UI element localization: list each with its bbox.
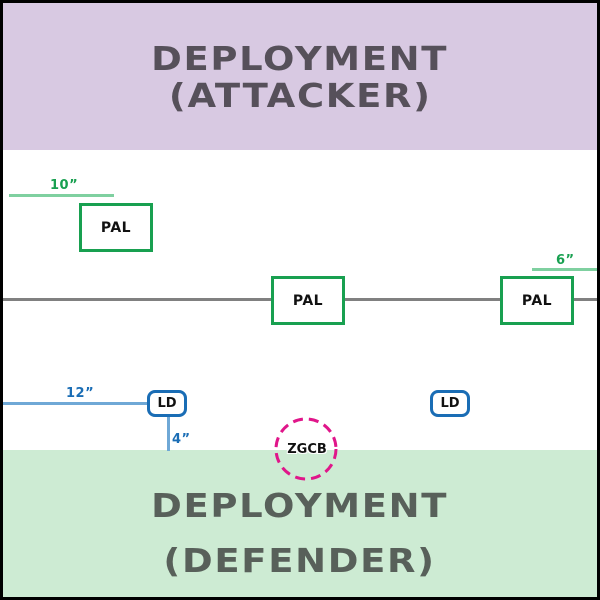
- measure-label-10in: 10”: [50, 178, 79, 193]
- zgcb-label: ZGCB: [287, 442, 327, 457]
- pal-label: PAL: [100, 219, 132, 236]
- zgcb-dashed-circle: [274, 417, 338, 481]
- battlefield: DEPLOYMENT (ATTACKER) DEPLOYMENT (DEFEND…: [3, 3, 597, 597]
- attacker-deployment-zone: DEPLOYMENT (ATTACKER): [3, 3, 597, 150]
- measure-line-10in: [9, 194, 114, 197]
- ld-label: LD: [157, 396, 177, 411]
- ld-objective[interactable]: LD: [430, 390, 470, 417]
- attacker-zone-title-line1: DEPLOYMENT: [151, 38, 449, 78]
- ld-objective[interactable]: LD: [147, 390, 187, 417]
- measure-label-4in: 4”: [172, 432, 191, 447]
- zgcb-zone[interactable]: [3, 3, 597, 597]
- pal-label: PAL: [521, 292, 553, 309]
- measure-line-6in: [532, 268, 597, 271]
- pal-objective[interactable]: PAL: [500, 276, 574, 325]
- measure-line-4in: [167, 415, 170, 451]
- defender-zone-title-line2: (DEFENDER): [163, 540, 437, 580]
- defender-deployment-zone: DEPLOYMENT (DEFENDER): [3, 450, 597, 597]
- defender-zone-title-line1: DEPLOYMENT: [151, 485, 449, 525]
- ld-label: LD: [440, 396, 460, 411]
- attacker-zone-title-line2: (ATTACKER): [168, 75, 432, 115]
- measure-label-12in: 12”: [66, 386, 95, 401]
- pal-objective[interactable]: PAL: [79, 203, 153, 252]
- measure-line-12in: [3, 402, 148, 405]
- pal-label: PAL: [292, 292, 324, 309]
- measure-label-6in: 6”: [556, 253, 575, 268]
- pal-objective[interactable]: PAL: [271, 276, 345, 325]
